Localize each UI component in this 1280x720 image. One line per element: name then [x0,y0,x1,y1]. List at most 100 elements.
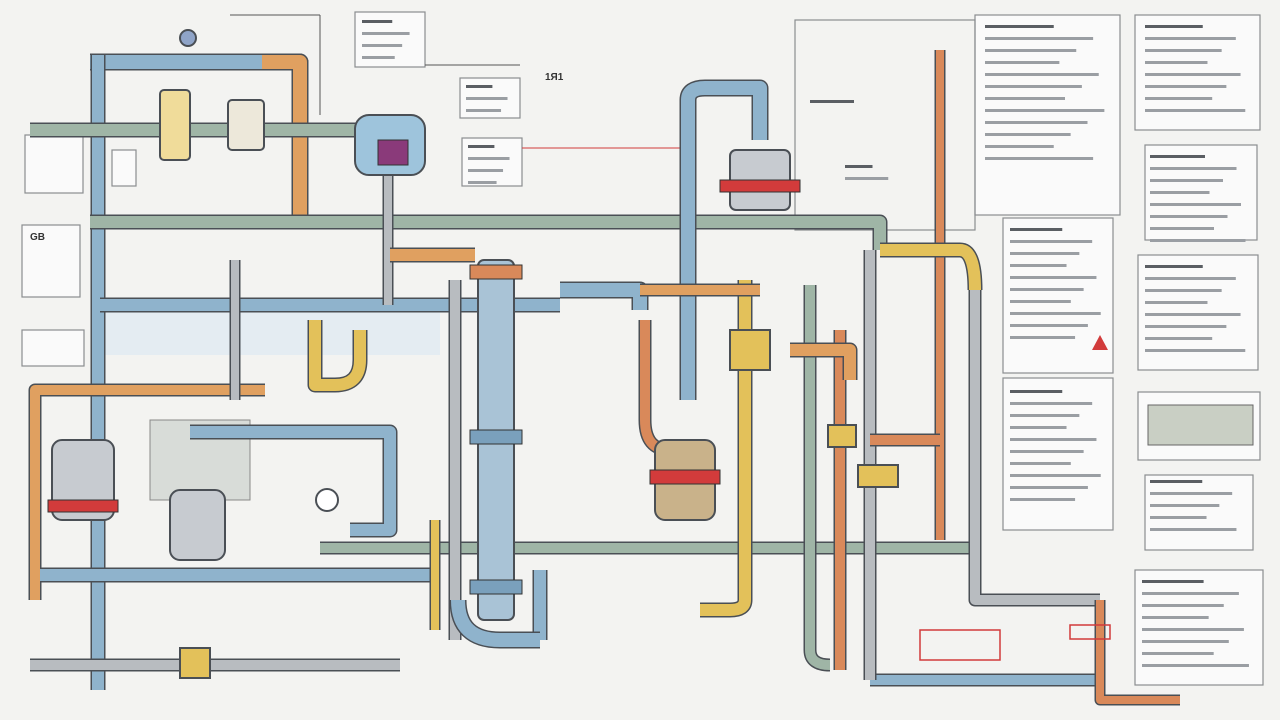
text-line [1145,37,1236,40]
text-line [985,109,1105,112]
text-line [1010,240,1093,243]
text-line [1150,516,1207,519]
pipe-segment [451,599,540,647]
text-line [1010,300,1071,303]
text-line [1150,480,1203,483]
text-line [985,121,1088,124]
text-line [1145,337,1213,340]
text-line [1150,179,1223,182]
text-line [362,56,395,59]
text-line [1150,167,1237,170]
thumbnail-image [1147,404,1254,446]
note-box [794,19,976,231]
column-flange [469,579,523,595]
spec-sheet [1137,254,1259,371]
text-line [1010,264,1067,267]
text-line [466,97,508,100]
text-line [1010,228,1063,231]
text-line [362,32,410,35]
text-line [1150,191,1210,194]
text-line [985,25,1054,28]
text-line [1150,239,1246,242]
pipe-segment [880,244,981,291]
text-line [1010,450,1084,453]
valve-body [827,424,857,448]
text-line [1142,640,1229,643]
text-line [985,73,1099,76]
text-line [468,181,497,184]
text-line [468,157,510,160]
text-line [985,145,1054,148]
pressure-gauge-icon [315,488,339,512]
text-line [1150,155,1205,158]
pipe-segment [970,290,1100,605]
pipe-segment [30,385,265,600]
text-line [1010,486,1088,489]
text-line [1142,580,1204,583]
text-line [1142,616,1209,619]
pipe-segment [309,320,366,391]
text-line [1150,227,1214,230]
spec-sheet [1134,14,1261,131]
text-line [1145,73,1241,76]
spec-sheet [974,14,1121,216]
red-tag [1069,624,1111,640]
text-line [1145,25,1203,28]
pipe-segment [790,344,856,380]
text-line [985,157,1094,160]
text-line [1145,85,1227,88]
text-line [985,61,1060,64]
column-flange [469,429,523,445]
text-line [1145,349,1246,352]
text-line [1145,109,1246,112]
text-line [1145,277,1236,280]
text-line [1145,313,1241,316]
text-line [1150,215,1228,218]
column-flange [469,264,523,280]
tag-label: 1Я1 [545,72,564,83]
pipe-network [28,50,1180,706]
pipe-segment [90,216,886,250]
gauge-box [111,149,137,187]
text-line [1010,276,1097,279]
warning-triangle-icon [1092,335,1108,350]
text-line [1010,390,1063,393]
pipe-segment [681,81,767,400]
spec-sheet [1144,474,1254,551]
pipe-outline [90,53,309,225]
text-line [1010,426,1067,429]
pipe-segment [190,426,396,536]
text-line [845,177,889,180]
spec-sheet [1134,569,1264,686]
pump-flange [47,499,119,513]
text-line [1150,528,1237,531]
text-line [810,100,854,103]
text-lines [362,20,1249,667]
text-line [1010,438,1097,441]
valve-flange [719,179,801,193]
spec-sheet [1002,377,1114,531]
pipe-segment [805,285,831,670]
text-line [362,44,403,47]
text-line [1010,288,1084,291]
text-line [1145,61,1208,64]
valve-body [227,99,265,151]
text-line [1145,49,1222,52]
pipe-segment [640,320,671,455]
text-line [1142,652,1214,655]
text-line [1150,504,1220,507]
text-line [1142,592,1239,595]
legend-box [21,329,85,367]
text-line [1142,664,1249,667]
text-line [985,85,1082,88]
text-line [845,165,873,168]
valve-body [179,647,211,679]
text-line [1142,604,1224,607]
pipe-segment [700,280,751,616]
red-tag [919,629,1001,661]
text-line [1142,628,1244,631]
text-line [1010,252,1080,255]
pump-unit [169,489,226,561]
pipe-segment [262,55,307,225]
